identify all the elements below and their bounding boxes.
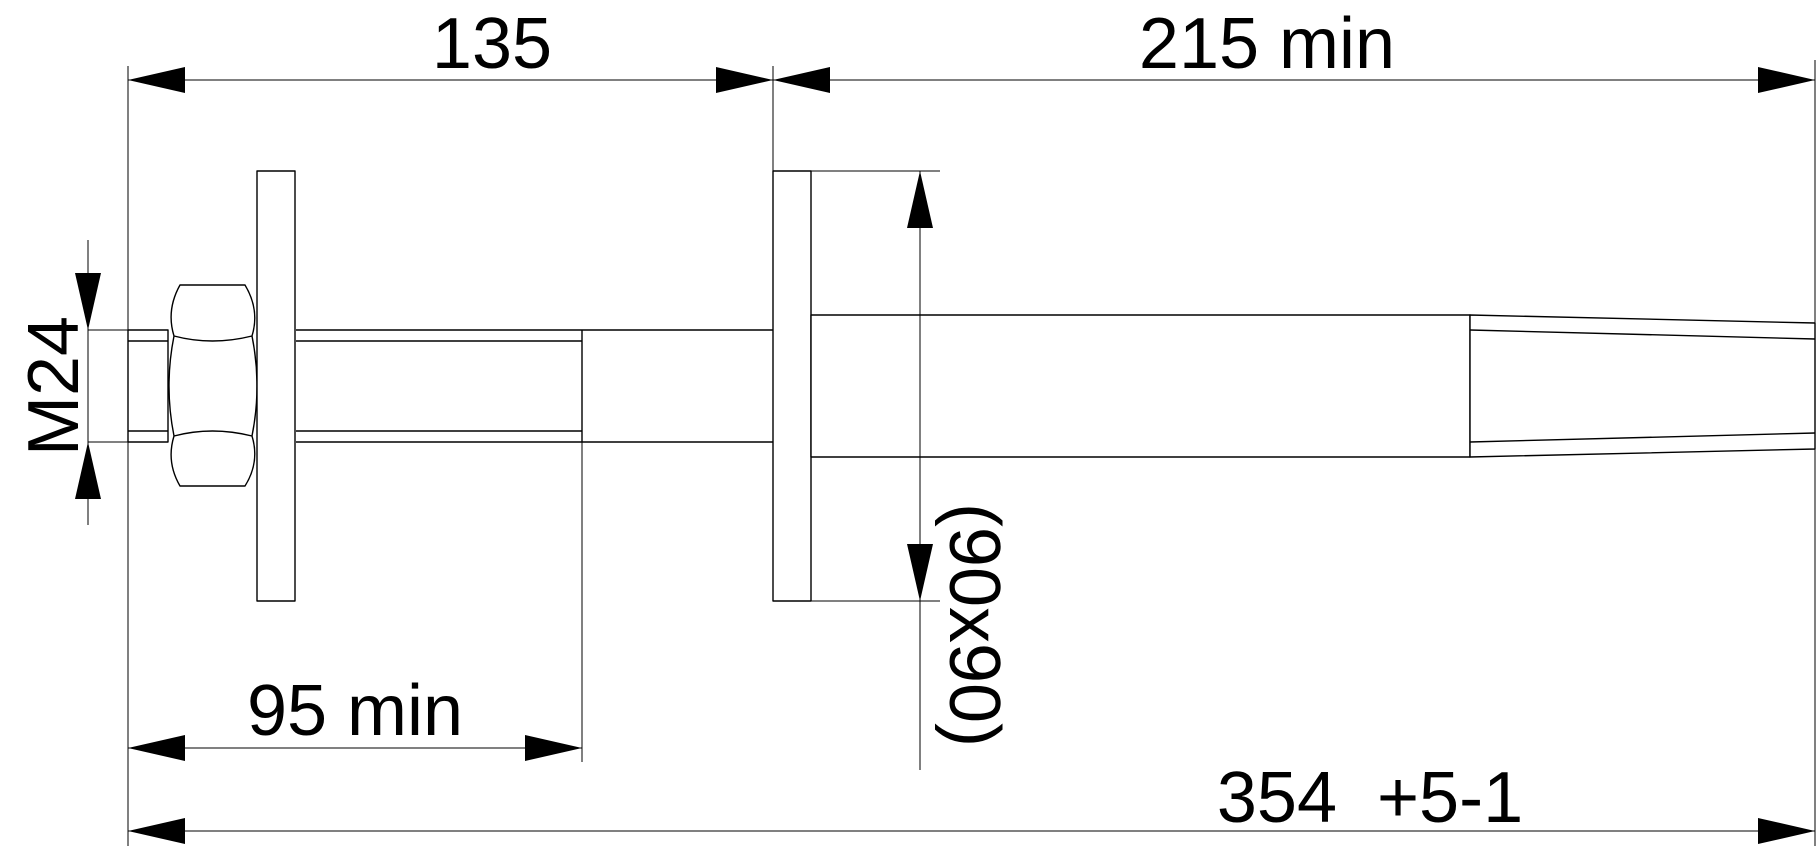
arrow-354-left (128, 818, 185, 844)
arrowheads (75, 67, 1815, 844)
dim-label-95-min: 95 min (247, 671, 463, 751)
arrow-m24-top (75, 273, 101, 330)
bolt-threaded-end (127, 329, 169, 443)
arrow-354-right (1758, 818, 1815, 844)
tapered-tip (1469, 314, 1816, 458)
arrow-215-left (773, 67, 830, 93)
dim-label-215-min: 215 min (1139, 4, 1395, 84)
arrow-215-right (1758, 67, 1815, 93)
arrow-90x90-top (907, 171, 933, 228)
arrow-135-left (128, 67, 185, 93)
hex-nut (168, 284, 258, 487)
dim-label-m24: M24 (14, 316, 94, 456)
dim-label-90x90: (90x90) (934, 503, 1014, 747)
dim-label-354: 354 +5-1 (1217, 758, 1523, 838)
front-washer-plate (256, 170, 296, 602)
threaded-shank (296, 329, 773, 443)
extension-lines (88, 60, 1816, 846)
arrow-135-right (716, 67, 773, 93)
arrow-95-right (525, 735, 582, 761)
arrow-95-left (128, 735, 185, 761)
anchor-plate (772, 170, 812, 602)
arrow-m24-bottom (75, 442, 101, 499)
anchor-sleeve (810, 314, 1471, 458)
arrow-90x90-bottom (907, 544, 933, 601)
dim-label-135: 135 (432, 4, 552, 84)
